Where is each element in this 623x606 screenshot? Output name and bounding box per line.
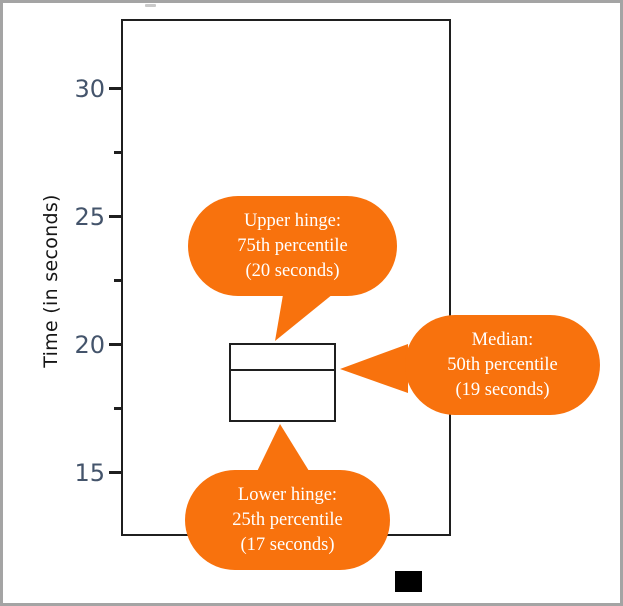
y-axis-major-tick <box>109 87 121 90</box>
upper-hinge-callout-line3: (20 seconds) <box>245 261 340 281</box>
lower-hinge-callout-line3: (17 seconds) <box>240 535 335 555</box>
lower-hinge-callout-line1: Lower hinge: <box>237 485 338 505</box>
y-axis-minor-tick <box>114 279 121 282</box>
upper-hinge-callout: Upper hinge: 75th percentile (20 seconds… <box>188 196 397 296</box>
median-callout: Median: 50th percentile (19 seconds) <box>405 315 600 415</box>
y-axis-major-tick <box>109 215 121 218</box>
y-axis-major-tick <box>109 343 121 346</box>
boxplot-median-line <box>231 368 335 372</box>
y-axis-minor-tick <box>114 407 121 410</box>
boxplot-box <box>229 343 336 422</box>
lower-hinge-callout-line2: 25th percentile <box>232 510 343 530</box>
y-axis-minor-tick <box>114 151 121 154</box>
upper-hinge-callout-line2: 75th percentile <box>237 236 348 256</box>
y-axis-tick-label: 30 <box>74 74 105 103</box>
upper-hinge-callout-line1: Upper hinge: <box>243 211 342 231</box>
median-callout-line3: (19 seconds) <box>455 380 550 400</box>
y-axis-major-tick <box>109 471 121 474</box>
top-edge-artifact <box>145 4 156 7</box>
median-callout-line1: Median: <box>471 330 534 350</box>
black-marker <box>395 571 422 592</box>
y-axis-tick-label: 20 <box>74 330 105 359</box>
lower-hinge-callout: Lower hinge: 25th percentile (17 seconds… <box>185 470 390 570</box>
median-callout-line2: 50th percentile <box>447 355 558 375</box>
y-axis-tick-label: 15 <box>74 458 105 487</box>
y-axis-tick-label: 25 <box>74 202 105 231</box>
